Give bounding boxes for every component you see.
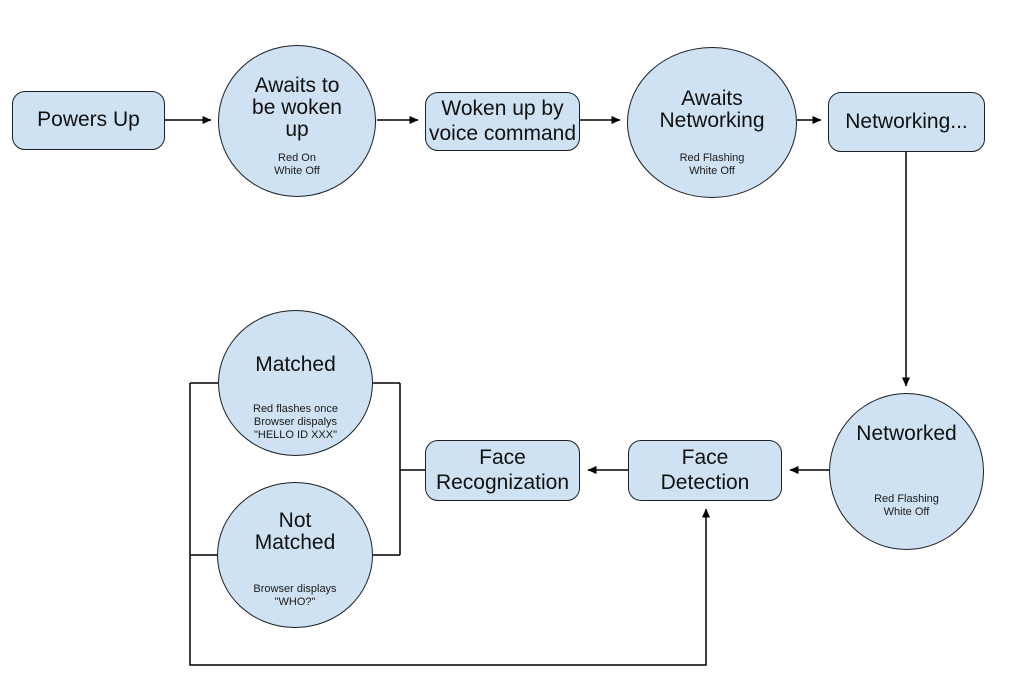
node-networked: Networked Red Flashing White Off <box>829 393 984 550</box>
node-networked-title: Networked <box>856 422 957 445</box>
node-awaits-networking: Awaits Networking Red Flashing White Off <box>627 47 797 198</box>
node-not-matched-subtitle: Browser displays "WHO?" <box>253 583 337 608</box>
node-powers-up: Powers Up <box>12 91 165 150</box>
node-awaits-networking-title: Awaits Networking <box>659 87 765 132</box>
node-matched: Matched Red flashes once Browser dispaly… <box>218 310 373 456</box>
node-matched-title: Matched <box>255 353 336 376</box>
node-face-recognization: Face Recognization <box>425 440 580 501</box>
edge-notmatched-facedetection-loop <box>189 383 710 666</box>
edge-facerecognization-branch <box>190 382 425 556</box>
node-networked-subtitle: Red Flashing White Off <box>874 493 939 518</box>
node-face-detection-label: Face Detection <box>660 445 750 494</box>
node-woken-up-label: Woken up by voice command <box>428 96 577 145</box>
node-awaits-wake-subtitle: Red On White Off <box>274 152 320 177</box>
node-face-detection: Face Detection <box>628 440 782 501</box>
node-face-recognization-label: Face Recognization <box>435 445 570 494</box>
node-awaits-wake-title: Awaits to be woken up <box>252 74 342 141</box>
node-matched-subtitle: Red flashes once Browser dispalys "HELLO… <box>253 403 338 441</box>
node-not-matched: Not Matched Browser displays "WHO?" <box>217 482 373 628</box>
node-networking: Networking... <box>828 92 985 152</box>
node-woken-up-by-voice-command: Woken up by voice command <box>425 92 580 151</box>
node-networking-label: Networking... <box>845 109 968 133</box>
node-awaits-networking-subtitle: Red Flashing White Off <box>679 152 745 177</box>
node-not-matched-title: Not Matched <box>254 509 336 554</box>
node-awaits-to-be-woken-up: Awaits to be woken up Red On White Off <box>218 45 376 197</box>
node-powers-up-label: Powers Up <box>37 108 140 132</box>
